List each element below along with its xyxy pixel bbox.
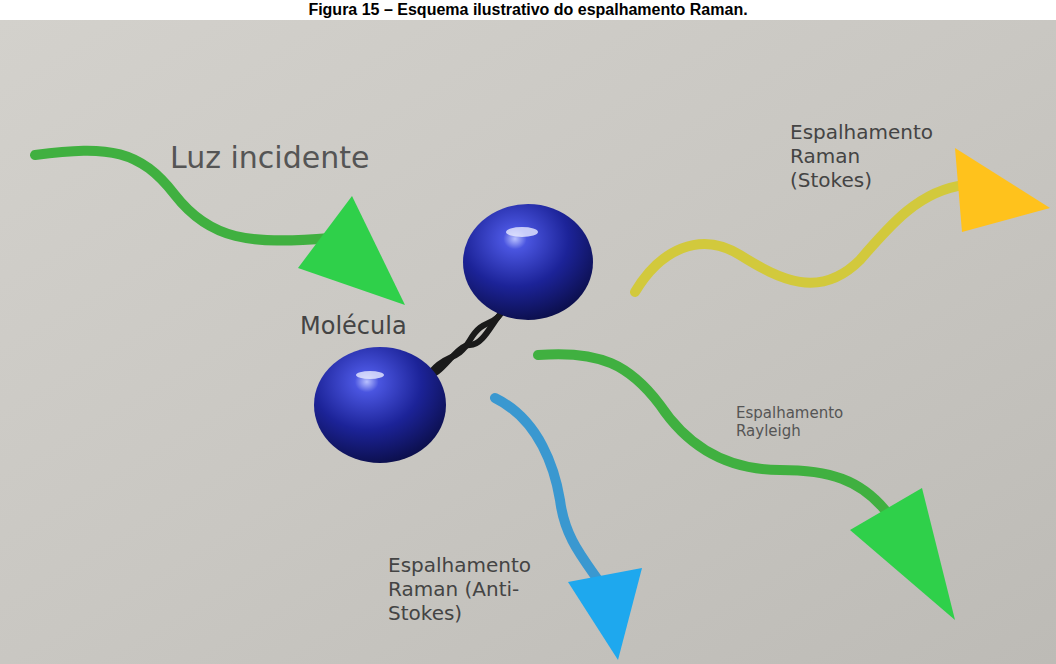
background (0, 20, 1056, 664)
atom-sphere (314, 347, 446, 463)
incident-arrowhead (298, 196, 405, 305)
rayleigh-wave (538, 354, 885, 510)
anti-stokes-arrowhead (568, 568, 642, 660)
atom-sphere (463, 204, 593, 320)
figure-title: Figura 15 – Esquema ilustrativo do espal… (0, 0, 1056, 19)
sphere-highlight (506, 227, 538, 237)
stokes-wave (635, 185, 965, 292)
sphere-highlight (356, 371, 384, 379)
wave-label: Espalhamento Raman (Stokes) (790, 120, 933, 192)
wave-label: Luz incidente (170, 140, 369, 176)
wave-label: Espalhamento Raman (Anti-Stokes) (388, 553, 531, 625)
molecule-bond (425, 305, 505, 380)
stokes-arrowhead (955, 148, 1050, 232)
rayleigh-arrowhead (850, 488, 955, 620)
wave-label: Espalhamento Rayleigh (736, 404, 843, 440)
molecule-label: Molécula (300, 312, 407, 341)
